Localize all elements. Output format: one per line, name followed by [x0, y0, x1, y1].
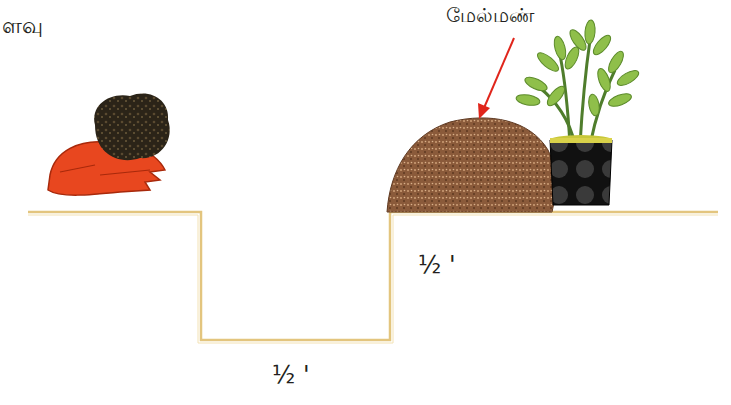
- pit-outline: [28, 212, 718, 340]
- cropped-heading: ளவு: [2, 14, 43, 38]
- pointer-arrow: [478, 38, 514, 119]
- potted-plant: [515, 20, 641, 205]
- topsoil-mound: [387, 118, 555, 212]
- width-dimension: ½ ': [272, 362, 310, 388]
- pit-outline-inner: [28, 215, 718, 343]
- depth-dimension: ½ ': [418, 252, 456, 278]
- topsoil-label: மேல்மண்: [446, 4, 534, 26]
- hand-with-soil: [48, 93, 170, 195]
